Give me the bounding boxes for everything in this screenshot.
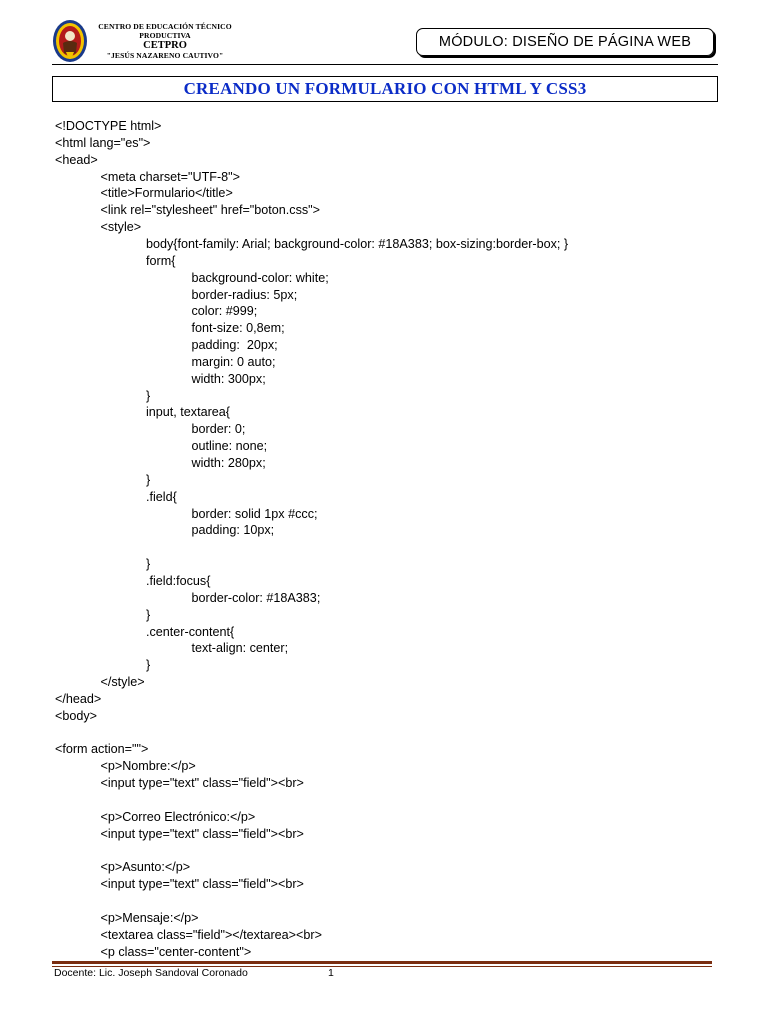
page-number: 1 xyxy=(328,967,334,979)
code-line: } xyxy=(146,472,151,487)
code-line: font-size: 0,8em; xyxy=(191,321,285,336)
footer-divider xyxy=(52,961,712,964)
code-line: <!DOCTYPE html> xyxy=(55,119,162,133)
code-line: text-align: center; xyxy=(191,641,289,656)
page-header: CENTRO DE EDUCACIÓN TÉCNICO PRODUCTIVA C… xyxy=(52,16,718,68)
code-line: input, textarea{ xyxy=(146,405,231,420)
code-line: border-color: #18A383; xyxy=(191,590,321,605)
code-line: .center-content{ xyxy=(146,624,235,639)
code-line: <link rel="stylesheet" href="boton.css"> xyxy=(100,203,321,218)
code-line: body{font-family: Arial; background-colo… xyxy=(146,236,569,251)
school-crest-logo xyxy=(53,20,87,62)
code-line: color: #999; xyxy=(191,304,258,319)
code-line: </head> xyxy=(55,691,102,706)
code-line: <html lang="es"> xyxy=(55,135,151,150)
code-line: <textarea class="field"></textarea><br> xyxy=(100,927,322,942)
institution-line: CETPRO xyxy=(143,40,187,51)
code-line: <p>Correo Electrónico:</p> xyxy=(100,809,256,824)
module-label: MÓDULO: DISEÑO DE PÁGINA WEB xyxy=(438,34,692,50)
code-line: <body> xyxy=(55,708,98,723)
code-line: } xyxy=(146,557,151,572)
code-line: </style> xyxy=(100,675,145,690)
header-divider xyxy=(52,64,718,65)
code-line: <input type="text" class="field"><br> xyxy=(100,877,304,892)
code-line: border: solid 1px #ccc; xyxy=(191,506,318,521)
code-line: <p>Asunto:</p> xyxy=(100,860,191,875)
code-line: width: 300px; xyxy=(191,371,266,386)
code-line: form{ xyxy=(146,253,176,268)
institution-line: PRODUCTIVA xyxy=(139,31,191,40)
footer-teacher: Docente: Lic. Joseph Sandoval Coronado xyxy=(54,967,248,979)
footer-divider-thin xyxy=(52,966,712,967)
code-line: .field:focus{ xyxy=(146,573,211,588)
code-line: border: 0; xyxy=(191,422,246,437)
institution-line: CENTRO DE EDUCACIÓN TÉCNICO xyxy=(98,22,232,31)
code-line: <p>Nombre:</p> xyxy=(100,759,196,774)
code-line: padding: 20px; xyxy=(191,338,278,353)
code-line: margin: 0 auto; xyxy=(191,354,276,369)
institution-line: "JESÚS NAZARENO CAUTIVO" xyxy=(106,51,224,60)
code-line: <style> xyxy=(100,220,142,235)
code-line: <input type="text" class="field"><br> xyxy=(100,776,304,791)
module-label-box: MÓDULO: DISEÑO DE PÁGINA WEB xyxy=(416,28,714,56)
code-line: <p>Mensaje:</p> xyxy=(100,910,199,925)
title-box: CREANDO UN FORMULARIO CON HTML Y CSS3 xyxy=(52,76,718,102)
code-line: <meta charset="UTF-8"> xyxy=(100,169,240,184)
code-line: width: 280px; xyxy=(191,456,266,470)
code-line: } xyxy=(146,658,151,673)
code-line: <form action=""> xyxy=(55,742,149,757)
code-line: } xyxy=(146,388,151,403)
code-line: <head> xyxy=(55,152,98,167)
page-title: CREANDO UN FORMULARIO CON HTML Y CSS3 xyxy=(183,79,587,98)
institution-name: CENTRO DE EDUCACIÓN TÉCNICO PRODUCTIVA C… xyxy=(90,22,240,60)
code-line: .field{ xyxy=(146,489,177,504)
code-line: padding: 10px; xyxy=(191,523,275,538)
code-line: <title>Formulario</title> xyxy=(100,186,233,201)
code-line: outline: none; xyxy=(191,439,268,454)
code-line: <input type="text" class="field"><br> xyxy=(100,826,304,841)
code-line: background-color: white; xyxy=(191,270,329,285)
code-line: } xyxy=(146,607,151,622)
code-line: <p class="center-content"> xyxy=(100,944,252,959)
code-line: border-radius: 5px; xyxy=(191,287,298,302)
